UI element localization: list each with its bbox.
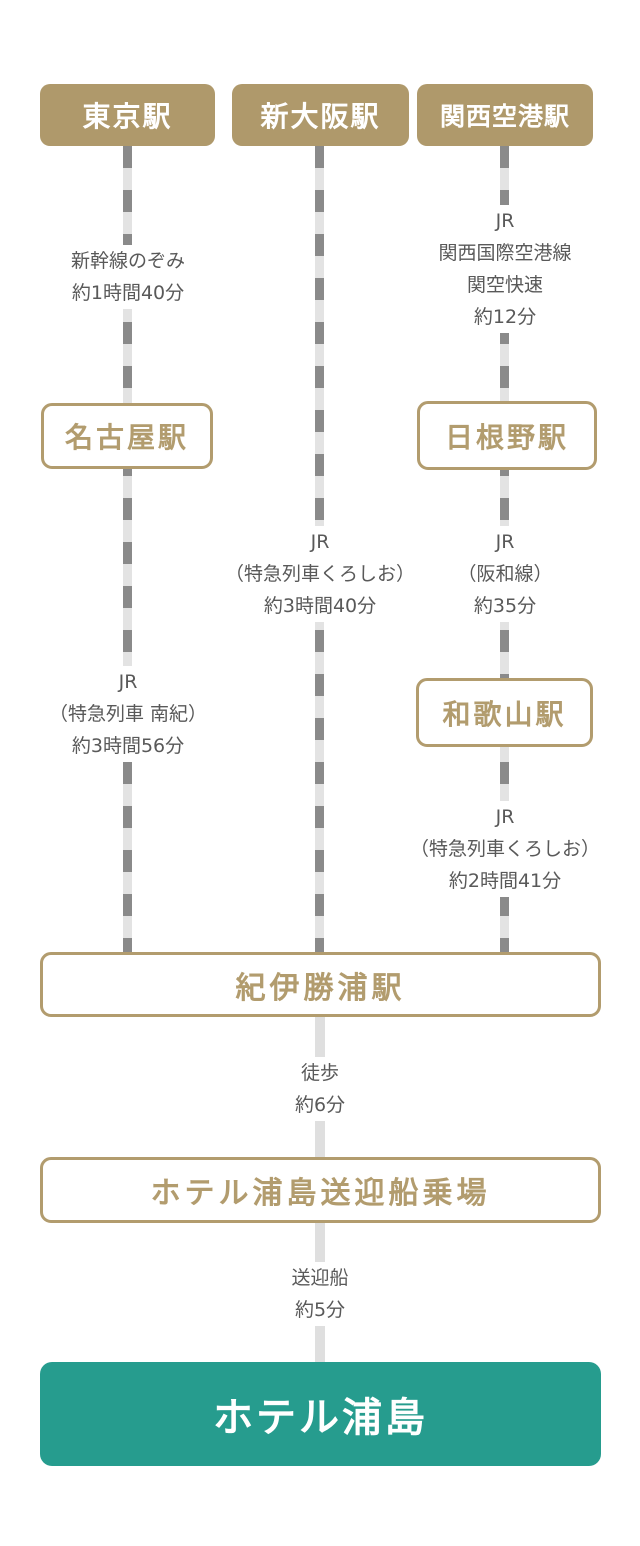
leg-walk: 徒歩 約6分 xyxy=(284,1057,356,1121)
station-nagoya-label: 名古屋駅 xyxy=(64,421,189,454)
station-nagoya: 名古屋駅 xyxy=(41,403,213,469)
leg-line: 送迎船 xyxy=(291,1267,349,1289)
leg-line: （特急列車 南紀） xyxy=(48,703,208,725)
station-wakayama-label: 和歌山駅 xyxy=(442,697,567,731)
leg-line: 約2時間41分 xyxy=(448,870,562,892)
leg-nagoya-kii: JR （特急列車 南紀） 約3時間56分 xyxy=(38,666,218,762)
station-shuttle-pier-label: ホテル浦島送迎船乗場 xyxy=(150,1176,491,1211)
station-shinosaka: 新大阪駅 xyxy=(232,84,409,146)
leg-shinosaka-kii: JR （特急列車くろしお） 約3時間40分 xyxy=(214,526,426,622)
leg-line: JR xyxy=(310,531,330,553)
leg-line: （阪和線） xyxy=(457,563,553,585)
station-tokyo-label: 東京駅 xyxy=(82,100,173,133)
leg-line: 関空快速 xyxy=(466,274,544,296)
leg-boat: 送迎船 約5分 xyxy=(281,1262,359,1326)
leg-line: 約5分 xyxy=(294,1299,346,1321)
leg-line: JR xyxy=(118,671,138,693)
leg-line: JR xyxy=(495,531,515,553)
leg-line: JR xyxy=(495,806,515,828)
station-kii-katsuura-label: 紀伊勝浦駅 xyxy=(235,970,406,1006)
station-kansai-airport: 関西空港駅 xyxy=(417,84,593,146)
destination-hotel-urashima-label: ホテル浦島 xyxy=(213,1395,428,1441)
leg-line: 新幹線のぞみ xyxy=(70,250,186,272)
route-line-tokyo-column xyxy=(123,146,132,952)
station-kii-katsuura: 紀伊勝浦駅 xyxy=(40,952,601,1017)
leg-line: 徒歩 xyxy=(300,1062,339,1084)
destination-hotel-urashima: ホテル浦島 xyxy=(40,1362,601,1466)
leg-line: 関西国際空港線 xyxy=(438,242,572,264)
leg-line: （特急列車くろしお） xyxy=(409,838,601,860)
leg-line: 約6分 xyxy=(294,1094,346,1116)
leg-line: （特急列車くろしお） xyxy=(224,563,416,585)
leg-line: JR xyxy=(495,210,515,232)
station-shinosaka-label: 新大阪駅 xyxy=(260,100,381,133)
station-wakayama: 和歌山駅 xyxy=(416,678,593,747)
leg-line: 約3時間56分 xyxy=(71,735,185,757)
leg-tokyo-nagoya: 新幹線のぞみ 約1時間40分 xyxy=(60,245,196,309)
station-kansai-airport-label: 関西空港駅 xyxy=(439,102,570,131)
station-shuttle-pier: ホテル浦島送迎船乗場 xyxy=(40,1157,601,1223)
leg-hineno-wakayama: JR （阪和線） 約35分 xyxy=(447,526,563,622)
station-hineno-label: 日根野駅 xyxy=(444,420,569,454)
leg-line: 約12分 xyxy=(473,306,537,328)
station-tokyo: 東京駅 xyxy=(40,84,215,146)
station-hineno: 日根野駅 xyxy=(417,401,597,470)
leg-line: 約1時間40分 xyxy=(71,282,185,304)
leg-line: 約3時間40分 xyxy=(263,595,377,617)
leg-kansai-hineno: JR 関西国際空港線 関空快速 約12分 xyxy=(428,205,582,333)
leg-line: 約35分 xyxy=(473,595,537,617)
leg-wakayama-kii: JR （特急列車くろしお） 約2時間41分 xyxy=(399,801,611,897)
